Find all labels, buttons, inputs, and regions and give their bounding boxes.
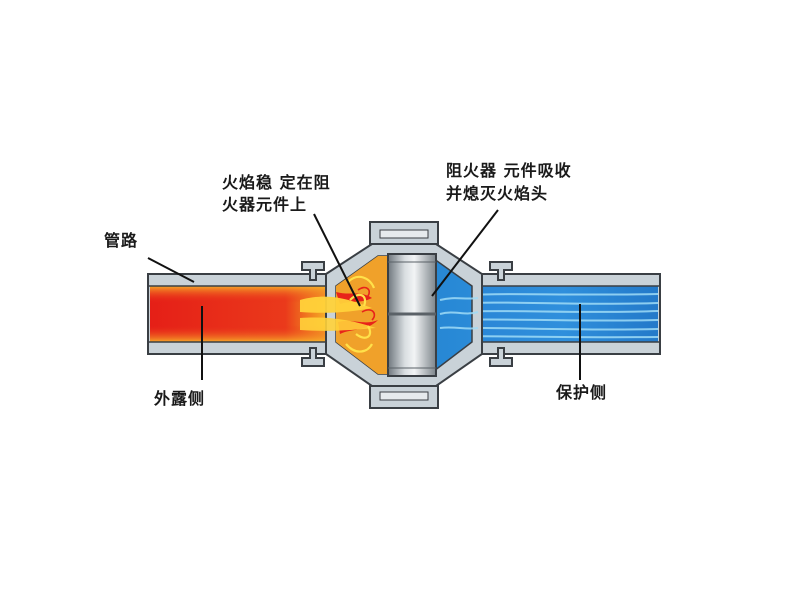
exposed-side-label: 外露侧 [154,389,206,408]
leader-absorb [431,209,499,297]
flame-stable-label-line2: 火器元件上 [222,195,308,214]
left-pipe [147,273,339,355]
leader-pipe [147,257,195,283]
flame-stable-label-line1: 火焰稳 定在阻 [222,173,331,192]
left-flange [301,261,325,367]
leader-lines [147,209,581,380]
cool-zone [439,297,479,330]
absorb-label-line2: 并熄灭火焰头 [446,184,549,203]
right-flange [489,261,513,367]
pipe-label: 管路 [104,231,139,250]
leader-flame-stable [313,213,361,307]
absorb-label-line1: 阻火器 元件吸收 [446,161,572,180]
protected-side-label: 保护侧 [556,383,608,402]
arrester-element [387,253,437,377]
